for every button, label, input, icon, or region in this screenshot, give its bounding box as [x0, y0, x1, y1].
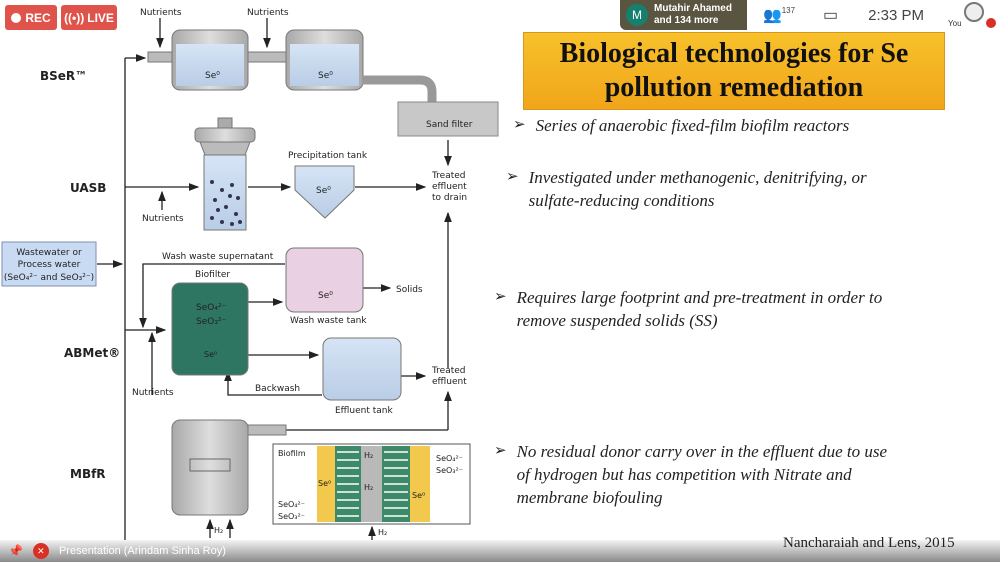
wash-tank-label: Wash waste tank	[290, 316, 367, 326]
input-line1: Wastewater or	[16, 248, 82, 258]
se0-precip: Se⁰	[316, 186, 331, 196]
slide-title-line2: pollution remediation	[604, 72, 864, 103]
biofilter-label: Biofilter	[195, 270, 230, 280]
mic-off-icon: ✕	[32, 543, 49, 559]
mbfr-se0-left: Se⁰	[318, 479, 331, 488]
bullet-text: No residual donor carry over in the effl…	[516, 442, 888, 461]
treated-effluent-2: effluent	[432, 377, 467, 387]
mic-off-icon	[986, 18, 997, 28]
input-line2: Process water	[18, 260, 81, 270]
bullet-text: Investigated under methanogenic, denitri…	[528, 168, 867, 187]
solids-label: Solids	[396, 285, 423, 295]
participant-more: and 134 more	[654, 15, 719, 26]
clock: 2:33 PM	[868, 6, 925, 24]
bullet-text: sulfate-reducing conditions	[528, 191, 715, 210]
bullet-text: Series of anaerobic fixed-film biofilm r…	[535, 116, 850, 135]
slide-title-line1: Biological technologies for Se	[559, 38, 909, 69]
treated-drain-2: effluent	[432, 182, 467, 192]
chat-icon: ▭	[823, 7, 839, 24]
bullet-text: Requires large footprint and pre-treatme…	[516, 288, 883, 307]
se0-bser-2: Se⁰	[318, 71, 333, 81]
label-abmet: ABMet®	[64, 346, 120, 360]
effluent-tank-label: Effluent tank	[335, 406, 393, 416]
h2-inlet: H₂	[214, 526, 223, 535]
bullet-arrow-icon: ➢	[513, 117, 526, 133]
people-count: 137	[781, 6, 796, 15]
rec-label: REC	[25, 10, 51, 25]
people-icon: 👥	[763, 7, 782, 24]
label-bser: BSeR™	[40, 69, 87, 83]
bullet-arrow-icon: ➢	[494, 443, 507, 459]
biofilm-label: Biofilm	[278, 449, 306, 458]
live-button[interactable]: ((•))LIVE	[61, 5, 117, 30]
label-mbfr: MBfR	[70, 467, 106, 481]
bullet-1: ➢ Series of anaerobic fixed-film biofilm …	[513, 114, 849, 137]
treated-drain-3: to drain	[432, 193, 467, 203]
rec-button[interactable]: REC	[5, 5, 57, 30]
biofilter-seo3: SeO₃²⁻	[196, 317, 227, 327]
citation: Nancharaiah and Lens, 2015	[783, 535, 955, 551]
mbfr-h2-1: H₂	[364, 451, 373, 460]
bullet-text: remove suspended solids (SS)	[516, 311, 718, 330]
self-view[interactable]: You	[948, 0, 997, 30]
se0-bser-1: Se⁰	[205, 71, 220, 81]
participant-name: Mutahir Ahamed	[654, 3, 732, 14]
live-label: LIVE	[87, 10, 114, 25]
treated-effluent-1: Treated	[431, 366, 466, 376]
broadcast-icon: ((•))	[64, 10, 85, 25]
h2-bottom: H₂	[378, 528, 387, 537]
slide-title: Biological technologies for Se pollution…	[523, 32, 945, 110]
treated-drain-1: Treated	[431, 171, 466, 181]
logo-icon	[964, 2, 985, 22]
bullet-text: of hydrogen but has competition with Nit…	[516, 465, 852, 484]
meeting-controls: 👥137 ▭ 2:33 PM You	[747, 0, 1000, 30]
bullet-arrow-icon: ➢	[506, 169, 519, 185]
pin-icon[interactable]: 📌	[8, 544, 23, 558]
mbfr-seo3-left: SeO₃²⁻	[278, 512, 305, 521]
label-uasb: UASB	[70, 181, 106, 195]
record-dot-icon	[11, 12, 22, 23]
biofilter-se0: Se⁰	[204, 350, 217, 359]
mbfr-seo3-right: SeO₃²⁻	[436, 466, 463, 475]
mbfr-seo4-left: SeO₄²⁻	[278, 500, 305, 509]
biofilter-seo4: SeO₄²⁻	[196, 303, 227, 313]
nutrients-3: Nutrients	[142, 214, 184, 224]
wash-supernatant-label: Wash waste supernatant	[162, 252, 274, 262]
bottom-bar: 📌 ✕ Presentation (Arindam Sinha Roy)	[0, 540, 1000, 562]
sand-filter-label: Sand filter	[426, 120, 473, 130]
presenter-label: Presentation (Arindam Sinha Roy)	[58, 545, 226, 557]
mbfr-se0-right: Se⁰	[412, 491, 425, 500]
avatar: M	[626, 4, 648, 26]
bullet-arrow-icon: ➢	[494, 289, 507, 305]
chat-button[interactable]: ▭	[823, 5, 838, 25]
mbfr-seo4-right: SeO₄²⁻	[436, 454, 463, 463]
backwash-label: Backwash	[255, 384, 300, 394]
bullet-4: ➢ No residual donor carry over in the eff…	[494, 440, 887, 509]
self-label: You	[948, 19, 962, 28]
se0-wash: Se⁰	[318, 291, 333, 301]
nutrients-4: Nutrients	[132, 388, 174, 398]
input-line3: (SeO₄²⁻ and SeO₃²⁻)	[4, 273, 94, 283]
bullet-text: membrane biofouling	[516, 488, 663, 507]
nutrients-1: Nutrients	[140, 8, 182, 18]
precipitation-tank-label: Precipitation tank	[288, 151, 368, 161]
bullet-2: ➢ Investigated under methanogenic, denitr…	[506, 166, 867, 212]
bullet-3: ➢ Requires large footprint and pre-treatm…	[494, 286, 882, 332]
people-button[interactable]: 👥137	[763, 6, 795, 24]
nutrients-2: Nutrients	[247, 8, 289, 18]
mbfr-h2-2: H₂	[364, 483, 373, 492]
